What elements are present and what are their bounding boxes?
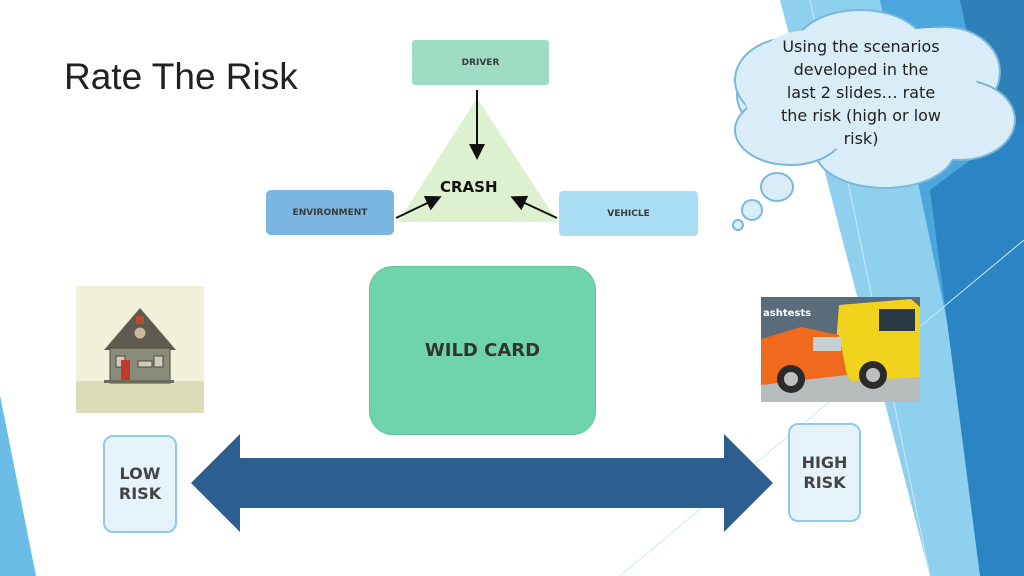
low-risk-box: LOW RISK bbox=[103, 435, 177, 533]
slide-title: Rate The Risk bbox=[64, 56, 298, 97]
environment-box: ENVIRONMENT bbox=[266, 190, 394, 235]
car-crash-image: ashtests bbox=[761, 297, 920, 402]
cloud-bubble bbox=[741, 199, 763, 221]
high-risk-box: HIGH RISK bbox=[788, 423, 861, 522]
cloud-bubble bbox=[760, 172, 794, 202]
callout-line: developed in the bbox=[793, 60, 929, 79]
low-risk-label: RISK bbox=[118, 484, 162, 503]
crash-photo-text: ashtests bbox=[763, 308, 812, 319]
callout-line: risk) bbox=[843, 129, 879, 148]
cloud-bubble bbox=[732, 219, 744, 231]
environment-arrow bbox=[395, 195, 442, 219]
callout-line: last 2 slides… rate bbox=[786, 83, 936, 102]
high-risk-label: RISK bbox=[803, 472, 846, 492]
wild-card-box: WILD CARD bbox=[369, 266, 596, 435]
high-risk-label: HIGH bbox=[801, 452, 848, 472]
right-panel-dark-2 bbox=[930, 120, 1024, 576]
low-risk-label: LOW bbox=[119, 464, 161, 483]
left-corner-shape bbox=[0, 395, 36, 576]
callout-text: Using the scenarios developed in the las… bbox=[768, 35, 954, 150]
crash-label: CRASH bbox=[440, 178, 498, 196]
crash-triangle bbox=[398, 98, 558, 222]
vehicle-arrow bbox=[510, 195, 558, 219]
callout-line: the risk (high or low bbox=[780, 106, 942, 125]
double-headed-arrow bbox=[191, 434, 773, 532]
driver-box: DRIVER bbox=[412, 40, 549, 85]
callout-line: Using the scenarios bbox=[782, 37, 940, 56]
decor-line bbox=[619, 239, 1024, 576]
house-image bbox=[76, 286, 204, 413]
vehicle-box: VEHICLE bbox=[559, 191, 698, 236]
